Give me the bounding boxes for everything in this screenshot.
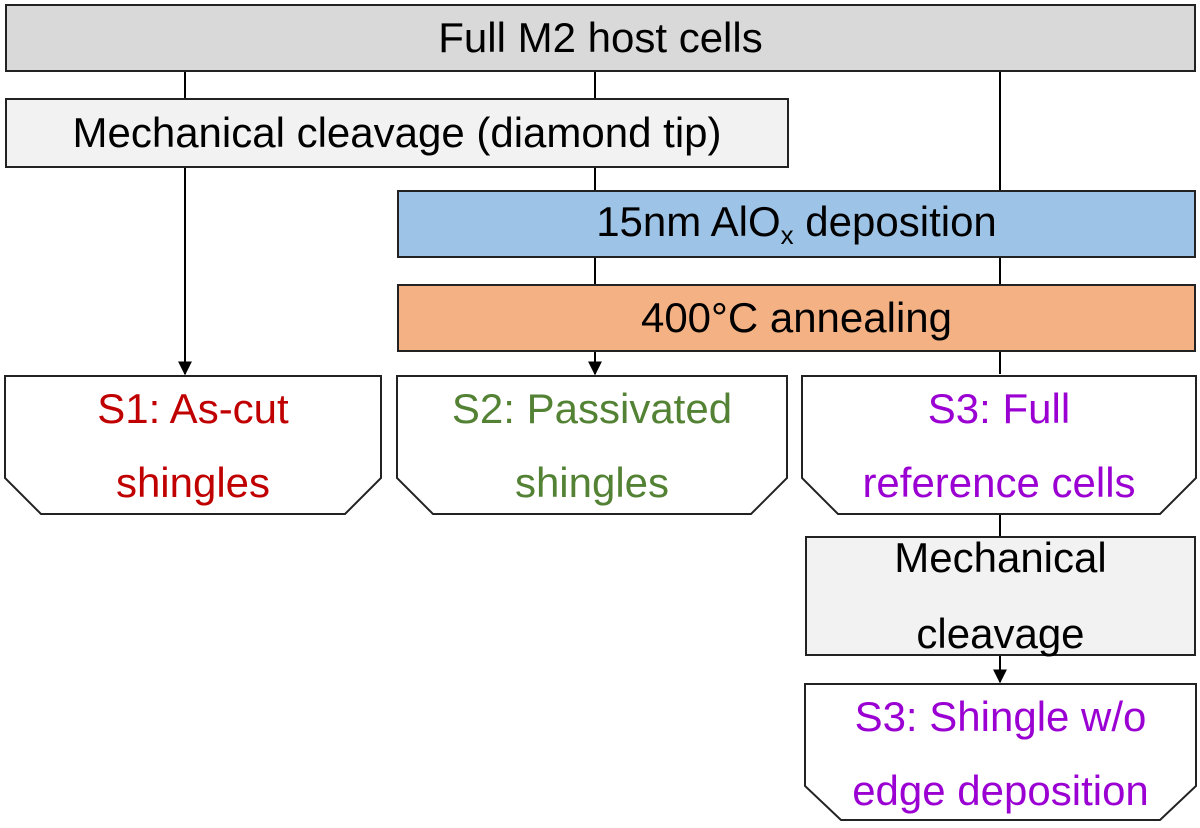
annealing-label: 400°C annealing	[640, 294, 953, 341]
s3-full-output-shape	[801, 375, 1197, 515]
s3-full-line1: S3: Full	[927, 385, 1071, 432]
mechanical-cleavage-line1: Mechanical	[894, 534, 1107, 581]
s2-output-shape	[396, 375, 788, 515]
s2-output-label: S2: Passivated shingles	[397, 372, 787, 520]
s3-shingle-line2: edge deposition	[852, 767, 1149, 814]
cleavage-diamond-box: Mechanical cleavage (diamond tip)	[5, 98, 789, 168]
s3-shingle-output-shape	[804, 683, 1197, 821]
s1-line1: S1: As-cut	[97, 385, 289, 432]
mechanical-cleavage-line2: cleavage	[916, 610, 1085, 657]
s2-line2: shingles	[514, 459, 670, 506]
s2-line1: S2: Passivated	[451, 385, 733, 432]
s3-full-output-label: S3: Full reference cells	[802, 372, 1196, 520]
s1-output-shape	[4, 375, 382, 515]
host-cells-label: Full M2 host cells	[438, 14, 763, 61]
s3-shingle-line1: S3: Shingle w/o	[854, 693, 1147, 740]
s1-output-label: S1: As-cut shingles	[5, 372, 381, 520]
annealing-box: 400°C annealing	[397, 284, 1196, 352]
cleavage-diamond-label: Mechanical cleavage (diamond tip)	[72, 109, 722, 156]
alox-deposition-label: 15nm AlOx deposition	[596, 197, 997, 250]
s3-shingle-output-label: S3: Shingle w/o edge deposition	[805, 680, 1196, 828]
mechanical-cleavage-box: Mechanical cleavage	[805, 534, 1196, 657]
alox-deposition-box: 15nm AlOx deposition	[397, 190, 1196, 258]
host-cells-box: Full M2 host cells	[5, 4, 1196, 72]
s3-full-line2: reference cells	[862, 459, 1136, 506]
s1-line2: shingles	[115, 459, 271, 506]
